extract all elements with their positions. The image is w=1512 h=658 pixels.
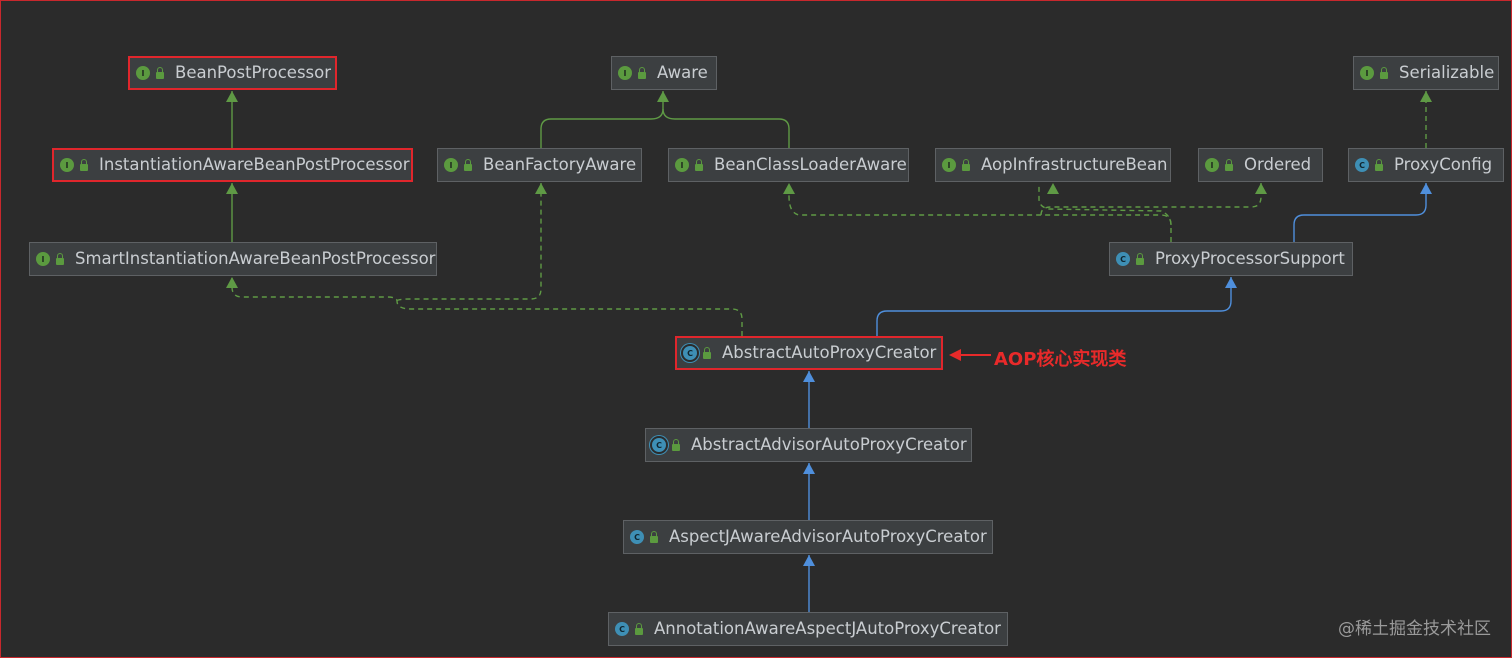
edge-arrowhead [783, 183, 795, 194]
edge-line [662, 108, 790, 148]
interface-icon: I [675, 158, 689, 172]
node-label: AspectJAwareAdvisorAutoProxyCreator [669, 526, 987, 546]
node-aib[interactable]: I AopInfrastructureBean [935, 148, 1171, 182]
edge-arrowhead [803, 371, 815, 382]
node-label: Serializable [1399, 62, 1495, 82]
class-icon: C [615, 622, 629, 636]
node-label: Aware [657, 62, 708, 82]
node-iabpp[interactable]: I InstantiationAwareBeanPostProcessor [52, 148, 413, 182]
interface-icon: I [36, 252, 50, 266]
edge-line [540, 91, 664, 148]
edge-line [1040, 183, 1262, 216]
interface-icon: I [1360, 66, 1374, 80]
node-label: AnnotationAwareAspectJAutoProxyCreator [654, 618, 1001, 638]
node-label: Ordered [1244, 154, 1312, 174]
public-lock-icon [695, 159, 703, 171]
edge-arrowhead [1420, 183, 1432, 194]
interface-icon: I [444, 158, 458, 172]
edge-line [1038, 183, 1172, 226]
interface-icon: I [618, 66, 632, 80]
abstract-class-icon: C [683, 346, 697, 360]
node-label: BeanClassLoaderAware [714, 154, 907, 174]
node-label: AbstractAdvisorAutoProxyCreator [691, 434, 967, 454]
node-label: BeanPostProcessor [175, 62, 332, 82]
node-aaapc[interactable]: C AbstractAdvisorAutoProxyCreator [645, 428, 972, 462]
node-label: BeanFactoryAware [483, 154, 637, 174]
node-ser[interactable]: I Serializable [1353, 56, 1499, 90]
public-lock-icon [80, 159, 88, 171]
public-lock-icon [635, 623, 643, 635]
edge-arrowhead [803, 463, 815, 474]
edge-arrowhead [226, 91, 238, 102]
watermark: @稀土掘金技术社区 [1338, 619, 1491, 639]
public-lock-icon [1136, 253, 1144, 265]
node-label: AopInfrastructureBean [981, 154, 1168, 174]
edge-line [231, 277, 743, 336]
annotation-label: AOP核心实现类 [994, 349, 1127, 370]
annotation-arrowhead [949, 349, 961, 361]
node-label: ProxyProcessorSupport [1155, 248, 1345, 268]
public-lock-icon [672, 439, 680, 451]
node-siabpp[interactable]: I SmartInstantiationAwareBeanPostProcesso… [29, 242, 437, 276]
node-aaajapc[interactable]: C AnnotationAwareAspectJAutoProxyCreator [608, 612, 1008, 646]
public-lock-icon [464, 159, 472, 171]
node-label: SmartInstantiationAwareBeanPostProcessor [75, 248, 436, 268]
node-pc[interactable]: C ProxyConfig [1348, 148, 1504, 182]
node-aapc[interactable]: C AbstractAutoProxyCreator [675, 336, 943, 370]
class-icon: C [1116, 252, 1130, 266]
interface-icon: I [1205, 158, 1219, 172]
class-icon: C [1355, 158, 1369, 172]
public-lock-icon [1375, 159, 1383, 171]
node-label: ProxyConfig [1394, 154, 1493, 174]
public-lock-icon [56, 253, 64, 265]
edge-line [788, 183, 1172, 242]
node-ord[interactable]: I Ordered [1198, 148, 1323, 182]
public-lock-icon [703, 347, 711, 359]
edge-line [396, 183, 542, 302]
public-lock-icon [650, 531, 658, 543]
node-label: AbstractAutoProxyCreator [722, 342, 937, 362]
interface-icon: I [136, 66, 150, 80]
edge-arrowhead [1225, 277, 1237, 288]
public-lock-icon [638, 67, 646, 79]
edge-line [876, 277, 1232, 336]
node-bcla[interactable]: I BeanClassLoaderAware [668, 148, 909, 182]
public-lock-icon [962, 159, 970, 171]
edge-arrowhead [657, 91, 669, 102]
interface-icon: I [942, 158, 956, 172]
node-bfa[interactable]: I BeanFactoryAware [437, 148, 642, 182]
node-label: InstantiationAwareBeanPostProcessor [99, 154, 410, 174]
public-lock-icon [1225, 159, 1233, 171]
node-ajaapc[interactable]: C AspectJAwareAdvisorAutoProxyCreator [623, 520, 993, 554]
edge-arrowhead [1255, 183, 1267, 194]
interface-icon: I [60, 158, 74, 172]
node-pps[interactable]: C ProxyProcessorSupport [1109, 242, 1353, 276]
edge-arrowhead [226, 183, 238, 194]
class-icon: C [630, 530, 644, 544]
edge-arrowhead [1420, 91, 1432, 102]
public-lock-icon [156, 67, 164, 79]
edge-arrowhead [535, 183, 547, 194]
node-aware[interactable]: I Aware [611, 56, 717, 90]
edge-arrowhead [803, 555, 815, 566]
public-lock-icon [1380, 67, 1388, 79]
node-bpp[interactable]: I BeanPostProcessor [128, 56, 337, 90]
edge-line [1293, 183, 1427, 242]
edge-arrowhead [1047, 183, 1059, 194]
edge-arrowhead [226, 277, 238, 288]
abstract-class-icon: C [652, 438, 666, 452]
